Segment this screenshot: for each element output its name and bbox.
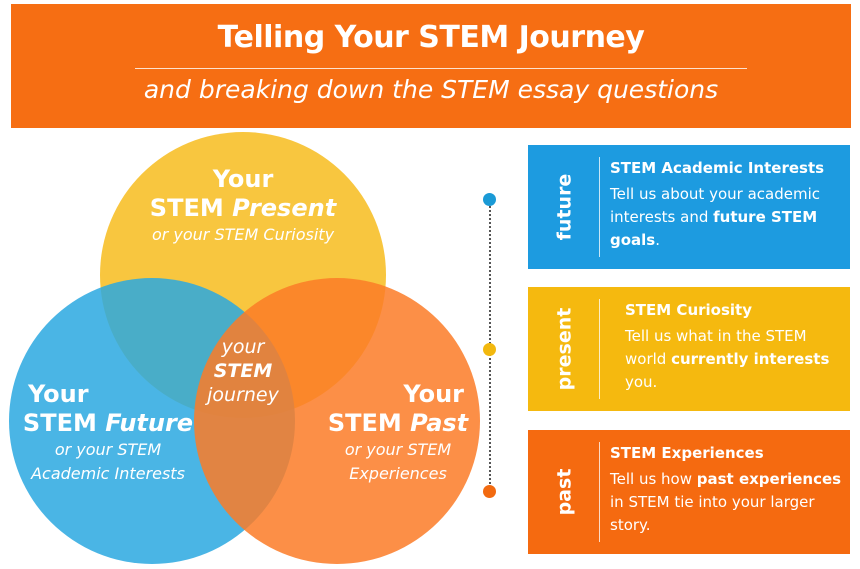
card-future-body-text: Tell us about your academic interests an…: [610, 185, 820, 226]
past-subtitle-line2: Experiences: [349, 464, 447, 483]
card-present-body: Tell us what in the STEM world currently…: [625, 325, 845, 394]
card-past-body-text: Tell us how: [610, 470, 697, 488]
page-title: Telling Your STEM Journey: [217, 20, 645, 55]
future-title-word: Future: [105, 409, 194, 437]
present-title-stem: STEM: [149, 194, 233, 222]
card-present-heading: STEM Curiosity: [625, 301, 752, 319]
card-present-label-text: present: [553, 307, 576, 391]
future-subtitle-line2: Academic Interests: [31, 464, 185, 483]
card-future-divider: [599, 157, 600, 257]
card-past-body-end: in STEM tie into your larger story.: [610, 493, 815, 534]
present-subtitle: or your STEM Curiosity: [151, 225, 335, 244]
page-subtitle: and breaking down the STEM essay questio…: [143, 75, 719, 104]
card-future-heading: STEM Academic Interests: [610, 159, 825, 177]
center-line2: STEM: [193, 359, 293, 383]
card-past-divider: [599, 442, 600, 542]
center-journey: journey: [207, 384, 279, 406]
timeline-dot-past: [483, 485, 496, 498]
card-past-heading: STEM Experiences: [610, 444, 764, 462]
past-title-word: Past: [410, 409, 469, 437]
card-future-label-text: future: [552, 173, 575, 241]
center-label: your STEM journey: [193, 335, 293, 407]
header-banner: Telling Your STEM Journey and breaking d…: [11, 4, 851, 128]
past-title-line2: STEM Past: [298, 409, 498, 438]
venn-diagram: [9, 132, 480, 564]
circle-past: [194, 278, 480, 564]
card-future: future STEM Academic Interests Tell us a…: [528, 145, 850, 269]
card-future-body: Tell us about your academic interests an…: [610, 183, 845, 252]
center-line1: your: [193, 335, 293, 359]
past-title-stem: STEM: [327, 409, 411, 437]
card-past-label-text: past: [552, 468, 575, 516]
card-future-body-bold: future STEM goals: [610, 208, 818, 249]
future-title-line2: STEM Future: [8, 409, 208, 438]
timeline-dot-present: [483, 343, 496, 356]
center-your: your: [221, 336, 265, 358]
card-present-label: present: [528, 287, 600, 411]
title-divider: [135, 68, 747, 69]
past-subtitle-line1: or your STEM: [344, 440, 452, 459]
card-present-body-end: you.: [625, 373, 658, 391]
card-present-divider: [599, 299, 600, 399]
center-line3: journey: [193, 383, 293, 407]
future-title-line1: Your: [28, 380, 89, 408]
future-label: Your STEM Future or your STEM Academic I…: [8, 380, 208, 486]
present-title-line1: Your: [212, 165, 274, 193]
future-title-stem: STEM: [22, 409, 106, 437]
present-title-word: Present: [232, 194, 337, 222]
card-present-body-text: Tell us what in the STEM world: [625, 327, 807, 368]
card-future-body-end: .: [655, 231, 661, 249]
card-past-body-bold: past experiences: [696, 470, 842, 488]
card-present: present STEM Curiosity Tell us what in t…: [528, 287, 850, 411]
card-past-body: Tell us how past experiences in STEM tie…: [610, 468, 845, 537]
present-label: Your STEM Present or your STEM Curiosity: [143, 165, 343, 247]
present-title-line2: STEM Present: [143, 194, 343, 223]
future-subtitle-line1: or your STEM: [54, 440, 162, 459]
past-title-line1: Your: [403, 380, 464, 408]
center-stem: STEM: [213, 360, 273, 382]
card-past-label: past: [528, 430, 600, 554]
card-present-body-bold: currently interests: [671, 350, 830, 368]
card-future-label: future: [528, 145, 600, 269]
timeline-dot-future: [483, 193, 496, 206]
card-past: past STEM Experiences Tell us how past e…: [528, 430, 850, 554]
past-label: Your STEM Past or your STEM Experiences: [298, 380, 498, 486]
